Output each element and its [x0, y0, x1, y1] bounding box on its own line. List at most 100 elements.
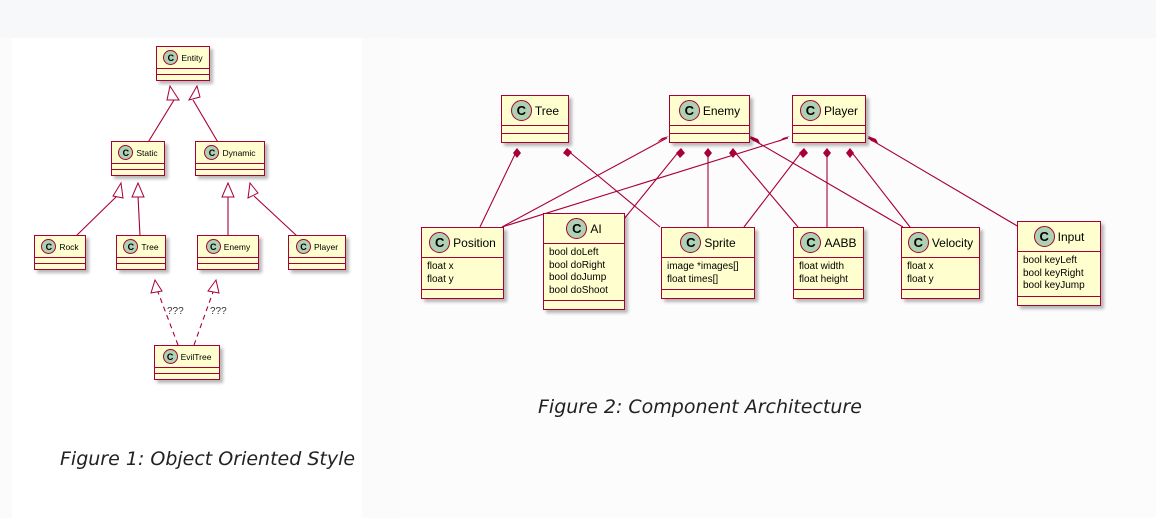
class-name: Tree [141, 241, 159, 252]
arrowhead-dynamic-left [221, 181, 235, 198]
top-band [0, 0, 1156, 38]
diamond-player-4 [846, 148, 854, 158]
class-spot-icon: C [429, 232, 451, 253]
attribute: float x [907, 261, 934, 272]
arrowhead-entity-left [166, 84, 180, 101]
attribute: float width [799, 261, 845, 272]
edge-enemy-position [501, 137, 668, 228]
class-spot-icon: C [566, 218, 588, 239]
class-name: Enemy [702, 103, 741, 118]
diamond-player-1 [778, 136, 790, 142]
diamond-player-3 [823, 148, 831, 158]
class-spot-icon: C [41, 239, 57, 254]
edge-dynamic-entity [192, 99, 220, 145]
attribute: bool keyRight [1023, 267, 1084, 279]
attribute: bool doJump [549, 272, 607, 283]
diamond-enemy-3 [704, 148, 712, 158]
figure1-caption: Figure 1: Object Oriented Style [60, 448, 356, 470]
class-name: Input [1057, 229, 1085, 244]
class-name: AABB [824, 235, 857, 250]
diamond-enemy-1 [657, 136, 669, 142]
attribute: float x [427, 261, 454, 272]
edge-tree-position [479, 149, 518, 228]
class-spot-icon: C [204, 145, 220, 160]
edge-player-input [867, 137, 1020, 228]
class-spot-icon: C [907, 232, 929, 253]
arrowhead-enemy-realization [207, 278, 220, 294]
attribute: bool keyJump [1023, 280, 1085, 291]
class-name: Player [313, 241, 339, 252]
attribute: float times[] [667, 273, 719, 285]
class-spot-icon: C [162, 349, 178, 364]
class-name: Entity [181, 52, 203, 63]
class-spot-icon: C [510, 100, 532, 121]
class-name: Position [453, 235, 496, 250]
diamond-enemy-2 [676, 148, 685, 158]
class-name: Dynamic [222, 147, 256, 158]
attribute: image *images[] [667, 261, 739, 272]
diamond-tree-1 [513, 148, 521, 158]
edge-player-sprite [743, 149, 804, 228]
edge-tree-sprite [566, 149, 661, 228]
class-spot-icon: C [123, 239, 139, 254]
edge-static-entity [146, 99, 175, 145]
attribute: float y [427, 273, 454, 285]
edge-enemy-aabb [732, 149, 799, 228]
diamond-enemy-5 [750, 136, 760, 143]
edge-enemy-ai [623, 149, 681, 220]
edge-tree-static [137, 195, 141, 237]
class-name: Rock [59, 241, 79, 252]
attribute: bool doLeft [549, 247, 599, 258]
class-spot-icon: C [295, 239, 311, 254]
class-name: Player [823, 103, 858, 118]
class-spot-icon: C [163, 50, 179, 65]
class-spot-icon: C [800, 232, 822, 253]
class-spot-icon: C [799, 100, 821, 121]
attribute: bool doRight [549, 259, 606, 271]
class-name: Tree [534, 103, 560, 118]
edge-label-tree: ??? [167, 306, 184, 317]
figure2-caption: Figure 2: Component Architecture [538, 396, 862, 418]
attribute: float y [907, 273, 934, 285]
edge-eviltree-enemy [193, 291, 214, 346]
attribute: float height [799, 273, 848, 285]
arrowhead-static-right [131, 181, 145, 198]
edge-label-enemy: ??? [210, 306, 227, 317]
attribute: bool keyLeft [1023, 255, 1077, 266]
arrowhead-entity-right [187, 84, 201, 101]
edge-player-dynamic [253, 195, 298, 237]
class-name: Static [136, 147, 158, 158]
arrowhead-tree-realization [150, 278, 163, 294]
class-spot-icon: C [680, 232, 702, 253]
arrowhead-static-left [112, 181, 124, 199]
class-name: Velocity [931, 235, 974, 250]
class-spot-icon: C [118, 145, 134, 160]
diamond-tree-2 [563, 148, 572, 157]
attribute: bool doShoot [549, 284, 608, 296]
class-spot-icon: C [1033, 226, 1055, 247]
diamond-player-2 [799, 148, 808, 158]
class-spot-icon: C [205, 239, 221, 254]
diamond-player-5 [868, 136, 878, 143]
edge-player-position [501, 137, 789, 228]
arrowhead-dynamic-right [247, 181, 259, 199]
class-name: EvilTree [180, 351, 212, 362]
class-name: Sprite [704, 235, 736, 250]
